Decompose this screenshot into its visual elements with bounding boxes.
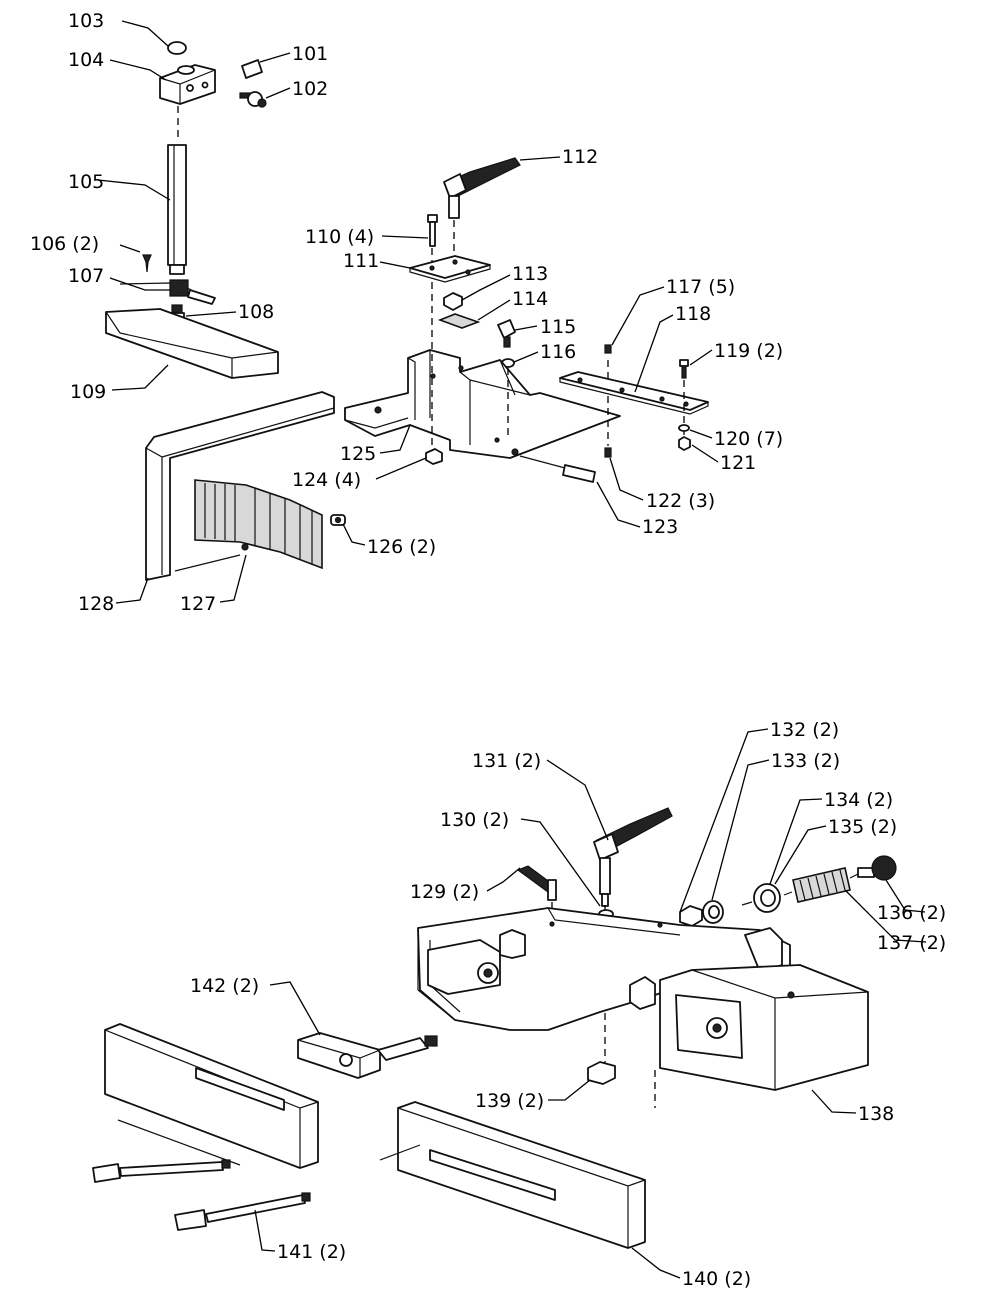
callout-111: 111 [343, 250, 379, 272]
part-125-base-casting [344, 349, 621, 459]
callout-113: 113 [512, 263, 548, 285]
callout-128: 128 [78, 593, 114, 615]
callout-124: 124 (4) [292, 469, 361, 491]
part-109-guard-bar [105, 308, 279, 379]
part-128-l-bracket [145, 391, 335, 581]
callout-134: 134 (2) [824, 789, 893, 811]
callout-103: 103 [68, 10, 104, 32]
part-122-set-screw [604, 447, 612, 458]
callout-122: 122 (3) [646, 490, 715, 512]
part-119-screw [679, 359, 689, 379]
part-131-lever-handle [593, 807, 673, 907]
callout-114: 114 [512, 288, 548, 310]
part-106-screw [142, 254, 152, 273]
part-114-wedge [437, 313, 481, 329]
upper-leader-lines [97, 20, 719, 604]
callout-132: 132 (2) [770, 719, 839, 741]
part-112-lever-handle [443, 157, 521, 219]
callout-118: 118 [675, 303, 711, 325]
callout-108: 108 [238, 301, 274, 323]
part-138-right-box [629, 964, 869, 1091]
callout-137: 137 (2) [877, 932, 946, 954]
part-105-post [167, 144, 187, 275]
callout-104: 104 [68, 49, 104, 71]
part-126-clip [330, 514, 346, 526]
part-133-collar [702, 900, 724, 924]
part-124-nut [425, 448, 443, 465]
callout-139: 139 (2) [475, 1090, 544, 1112]
part-118-rail [559, 371, 709, 415]
callout-107: 107 [68, 265, 104, 287]
part-142-bracket [297, 1032, 438, 1079]
callout-labels: 103 104 101 102 105 106 (2) 107 108 109 … [30, 10, 946, 1290]
callout-101: 101 [292, 43, 328, 65]
upper-assembly [105, 41, 709, 581]
callout-119: 119 (2) [714, 340, 783, 362]
part-120-washer [678, 424, 690, 432]
part-121-nut [678, 436, 691, 451]
part-101-key [241, 59, 263, 79]
callout-130: 130 (2) [440, 809, 509, 831]
callout-106: 106 (2) [30, 233, 99, 255]
part-127-brush-guard [194, 479, 323, 570]
callout-110: 110 (4) [305, 226, 374, 248]
callout-102: 102 [292, 78, 328, 100]
part-110-bolt [427, 214, 438, 247]
callout-116: 116 [540, 341, 576, 363]
part-141-bolt-lower [174, 1192, 311, 1231]
part-111-plate [409, 255, 491, 283]
part-136-knob [857, 855, 897, 881]
part-140-fence-plate-right [397, 1101, 646, 1249]
part-103-cap [167, 41, 187, 55]
part-117-set-screw [604, 344, 612, 354]
callout-126: 126 (2) [367, 536, 436, 558]
callout-109: 109 [70, 381, 106, 403]
part-139-nut [587, 1061, 616, 1085]
callout-142: 142 (2) [190, 975, 259, 997]
callout-135: 135 (2) [828, 816, 897, 838]
callout-136: 136 (2) [877, 902, 946, 924]
part-102-screw [239, 91, 267, 108]
callout-121: 121 [720, 452, 756, 474]
part-129-lever [516, 865, 557, 901]
part-107-spring [119, 279, 216, 305]
callout-140: 140 (2) [682, 1268, 751, 1290]
lower-assembly [92, 807, 897, 1249]
callout-120: 120 (7) [714, 428, 783, 450]
lower-leader-lines [254, 728, 927, 1279]
callout-141: 141 (2) [277, 1241, 346, 1263]
callout-131: 131 (2) [472, 750, 541, 772]
part-140-fence-plate-left [104, 1023, 319, 1169]
callout-123: 123 [642, 516, 678, 538]
callout-129: 129 (2) [410, 881, 479, 903]
callout-125: 125 [340, 443, 376, 465]
callout-117: 117 (5) [666, 276, 735, 298]
part-137-knurled-sleeve [792, 867, 851, 903]
part-113-nut [443, 292, 463, 311]
callout-115: 115 [540, 316, 576, 338]
callout-105: 105 [68, 171, 104, 193]
part-134-135-ring [753, 883, 781, 913]
part-141-bolt-upper [92, 1159, 231, 1183]
callout-127: 127 [180, 593, 216, 615]
callout-112: 112 [562, 146, 598, 168]
part-115-knob [497, 319, 516, 348]
callout-138: 138 [858, 1103, 894, 1125]
part-132-nut [679, 905, 703, 927]
callout-133: 133 (2) [771, 750, 840, 772]
part-104-clamp-block [159, 64, 216, 105]
part-123-pin [519, 455, 596, 483]
